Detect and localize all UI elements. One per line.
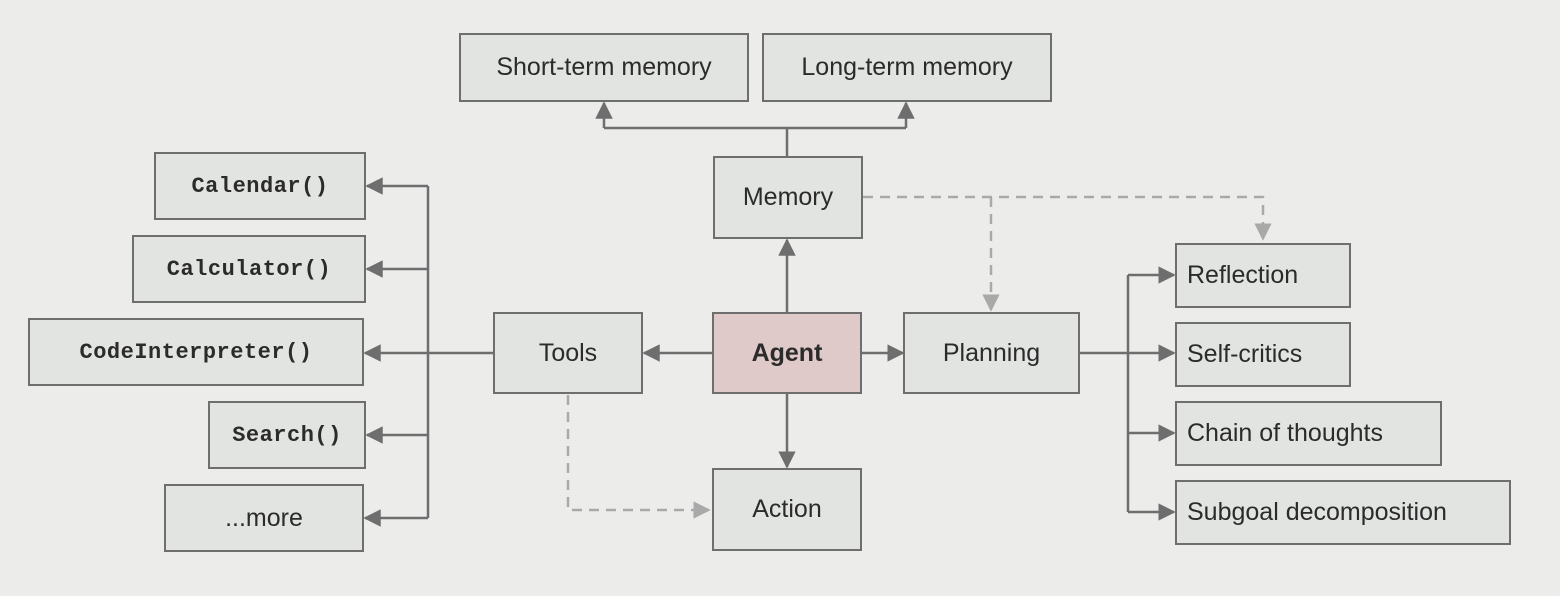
memory-label: Memory [742,183,834,211]
calculator-label: Calculator() [166,256,332,282]
action-label: Action [752,495,822,523]
agent-label: Agent [751,338,823,367]
chain-of-thoughts-node: Chain of thoughts [1175,401,1442,466]
calculator-node: Calculator() [132,235,366,303]
action-node: Action [712,468,862,551]
planning-label: Planning [942,338,1041,367]
reflection-label: Reflection [1187,261,1299,289]
reflection-node: Reflection [1175,243,1351,308]
search-label: Search() [232,422,342,448]
short-term-memory-node: Short-term memory [459,33,749,102]
calendar-label: Calendar() [191,173,329,199]
chain-of-thoughts-label: Chain of thoughts [1187,419,1383,447]
planning-node: Planning [903,312,1080,394]
code-interpreter-node: CodeInterpreter() [28,318,364,386]
memory-node: Memory [713,156,863,239]
calendar-node: Calendar() [154,152,366,220]
edge-tools-action-dashed [566,395,711,519]
more-node: ...more [164,484,364,552]
self-critics-label: Self-critics [1187,340,1303,368]
short-term-memory-label: Short-term memory [496,53,712,81]
self-critics-node: Self-critics [1175,322,1351,387]
agent-node: Agent [712,312,862,394]
subgoal-decomposition-node: Subgoal decomposition [1175,480,1511,545]
tools-label: Tools [538,338,598,367]
edge-memory-reflection-dashed [863,195,1272,241]
search-node: Search() [208,401,366,469]
more-label: ...more [225,503,303,532]
long-term-memory-label: Long-term memory [801,53,1013,81]
tools-node: Tools [493,312,643,394]
code-interpreter-label: CodeInterpreter() [79,339,313,365]
subgoal-decomposition-label: Subgoal decomposition [1187,498,1447,526]
long-term-memory-node: Long-term memory [762,33,1052,102]
